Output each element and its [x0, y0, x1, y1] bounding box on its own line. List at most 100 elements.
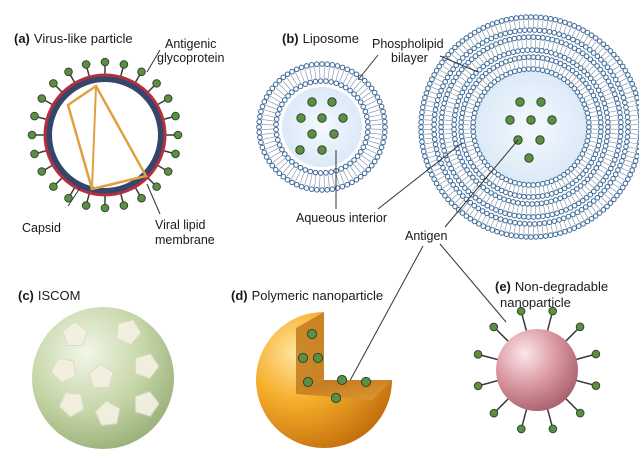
lipid-head: [488, 43, 495, 49]
lipid-tail: [492, 176, 498, 184]
lipid-tail: [481, 168, 489, 175]
lipid-head: [617, 59, 623, 66]
lipid-tail: [541, 19, 544, 29]
lipid-head: [561, 193, 568, 200]
surface-antigen-head: [516, 306, 526, 316]
lipid-head: [625, 124, 631, 130]
panel-b-title: (b)Liposome: [282, 31, 359, 46]
lipid-tail: [575, 215, 581, 224]
lipid-head: [455, 41, 462, 47]
lipid-tail: [461, 202, 468, 211]
lipid-head: [577, 183, 584, 189]
lipid-head: [364, 113, 370, 120]
lipid-tail: [554, 182, 558, 190]
lipid-tail: [261, 124, 275, 126]
lipid-head: [276, 142, 283, 148]
lipid-head: [444, 156, 450, 163]
lipid-head: [451, 131, 458, 137]
lipid-tail: [464, 68, 472, 76]
antigen-stalk: [480, 379, 501, 386]
lipid-head: [612, 171, 619, 178]
lipid-tail: [597, 168, 606, 174]
lipid-head: [257, 113, 263, 120]
lipid-head: [506, 211, 513, 218]
lipid-head: [319, 187, 325, 193]
lipid-head: [484, 210, 490, 217]
lipid-head: [557, 18, 564, 24]
lipid-tail: [564, 70, 570, 78]
lipid-head: [451, 117, 458, 123]
lipid-head: [439, 188, 445, 195]
lipid-head: [324, 61, 331, 68]
lipid-head: [293, 86, 299, 92]
lipid-head: [435, 151, 441, 157]
lipid-head: [620, 153, 627, 160]
lipid-head: [623, 143, 629, 150]
capsid-shape: [66, 84, 148, 191]
lipid-head: [528, 234, 534, 240]
lipid-tail: [559, 23, 563, 33]
lipid-head: [575, 25, 582, 31]
lipid-tail: [262, 114, 276, 118]
lipid-tail: [583, 94, 591, 99]
lipid-head: [257, 134, 263, 141]
lipid-tail: [513, 20, 516, 30]
lipid-tail: [443, 115, 453, 117]
lipid-head: [438, 160, 444, 167]
lipid-head: [470, 163, 477, 170]
glycoprotein-head: [27, 130, 37, 140]
lipid-head: [560, 32, 567, 39]
glycoprotein-head: [119, 201, 129, 210]
lipid-tail: [614, 69, 623, 75]
lipid-head: [420, 148, 427, 155]
lipid-tail: [539, 39, 541, 49]
lipid-head: [597, 66, 604, 73]
lipid-head: [275, 137, 281, 143]
lipid-tail: [583, 35, 589, 44]
lipid-head: [455, 150, 462, 156]
lipid-tail: [517, 185, 520, 194]
lipid-head: [576, 174, 583, 181]
lipid-head: [522, 221, 528, 227]
lipid-head: [620, 63, 626, 70]
lipid-tail: [523, 19, 525, 29]
lipid-head: [438, 124, 444, 130]
lipid-head: [365, 166, 372, 173]
lipid-head: [546, 28, 553, 35]
lipid-tail: [327, 66, 330, 80]
lipid-head: [552, 197, 559, 203]
panel-e-title-line1: (e)Non-degradable: [495, 279, 608, 294]
lipid-head: [261, 149, 268, 156]
lipid-tail: [609, 61, 618, 68]
lipid-head: [470, 124, 476, 130]
lipid-head: [526, 27, 533, 33]
lipid-head: [590, 198, 597, 204]
lipid-tail: [554, 22, 558, 32]
lipid-head: [476, 97, 483, 103]
lipid-head: [544, 35, 551, 42]
lipid-head: [418, 134, 425, 140]
lipid-head: [439, 138, 445, 145]
lipid-tail: [461, 72, 470, 79]
lipid-tail: [609, 119, 619, 121]
lipid-tail: [469, 151, 477, 156]
lipid-head: [433, 146, 440, 152]
glycoprotein-head: [137, 67, 146, 77]
lipid-tail: [567, 218, 572, 228]
lipid-tail: [585, 151, 593, 156]
lipid-tail: [559, 200, 564, 210]
lipid-head: [544, 212, 551, 219]
lipid-head: [560, 215, 567, 222]
lipid-head: [507, 57, 514, 63]
lipid-head: [600, 177, 607, 184]
lipid-head: [565, 34, 572, 41]
lipid-tail: [477, 212, 483, 222]
lipid-tail: [600, 196, 608, 204]
surface-antigen-head: [489, 322, 499, 332]
lipid-head: [574, 159, 581, 165]
lipid-head: [467, 77, 473, 84]
lipid-tail: [592, 72, 601, 79]
lipid-head: [491, 79, 498, 85]
lipid-head: [495, 76, 501, 83]
lipid-head: [501, 196, 507, 202]
